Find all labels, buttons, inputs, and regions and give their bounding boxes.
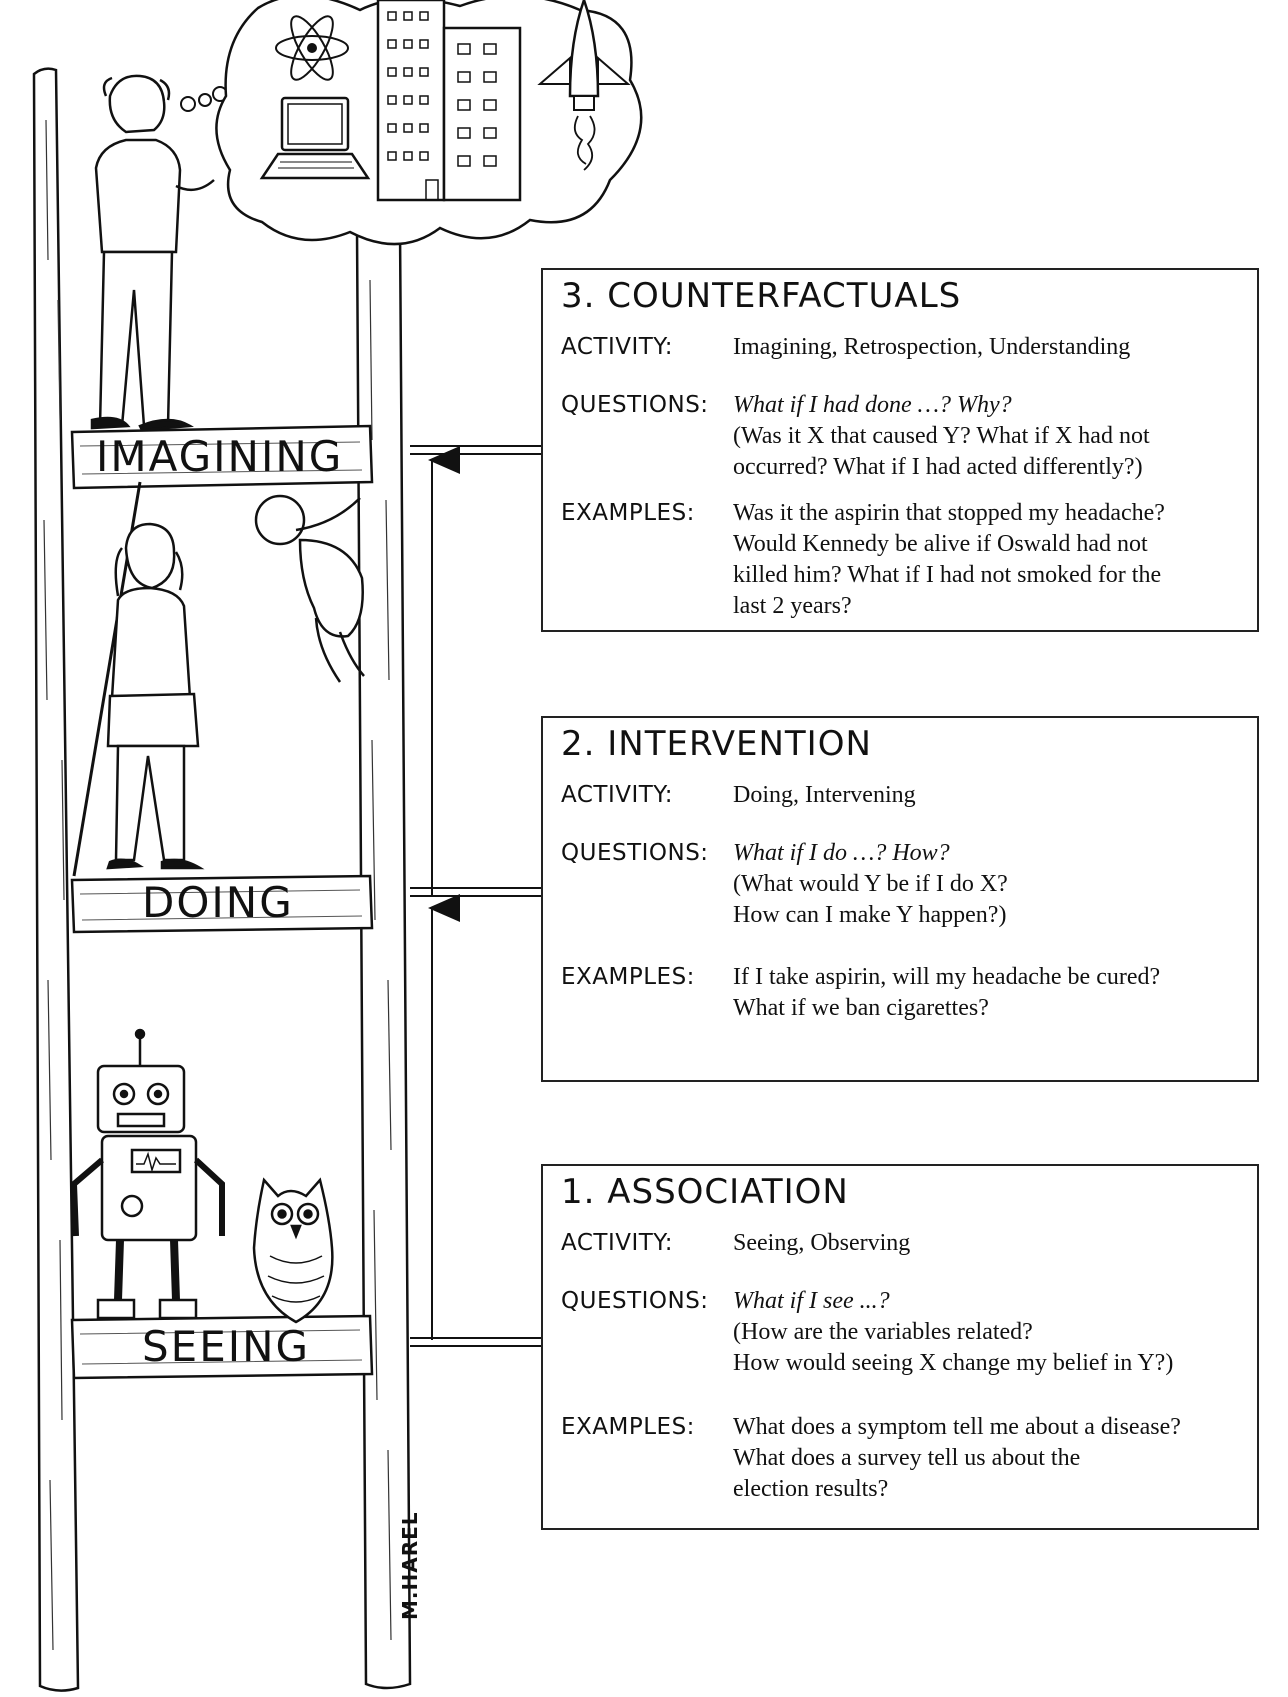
robot-figure — [74, 1030, 222, 1318]
panel-title: 1. ASSOCIATION — [561, 1172, 849, 1212]
question-main: What if I do …? How? — [733, 838, 1243, 869]
rung-label-doing: DOING — [142, 878, 294, 927]
examples-label: EXAMPLES: — [561, 500, 695, 526]
example-line: election results? — [733, 1474, 1243, 1505]
questions-text: What if I had done …? Why? (Was it X tha… — [733, 390, 1243, 483]
examples-text: Was it the aspirin that stopped my heada… — [733, 498, 1243, 622]
example-line: What does a survey tell us about the — [733, 1443, 1243, 1474]
panel-title: 3. COUNTERFACTUALS — [561, 276, 961, 316]
baby-figure — [256, 496, 364, 682]
example-line: last 2 years? — [733, 591, 1243, 622]
example-line: What if we ban cigarettes? — [733, 993, 1243, 1024]
example-line: What does a symptom tell me about a dise… — [733, 1412, 1243, 1443]
questions-label: QUESTIONS: — [561, 1288, 709, 1314]
example-line: Would Kennedy be alive if Oswald had not — [733, 529, 1243, 560]
buildings-icon — [378, 0, 520, 200]
question-line: (How are the variables related? — [733, 1317, 1243, 1348]
questions-text: What if I do …? How? (What would Y be if… — [733, 838, 1243, 931]
question-line: (Was it X that caused Y? What if X had n… — [733, 421, 1243, 452]
examples-text: What does a symptom tell me about a dise… — [733, 1412, 1243, 1505]
artist-signature: M.HAREL — [398, 1511, 422, 1620]
examples-label: EXAMPLES: — [561, 1414, 695, 1440]
panel-counterfactuals: 3. COUNTERFACTUALS ACTIVITY: Imagining, … — [541, 268, 1259, 632]
question-line: How can I make Y happen?) — [733, 900, 1243, 931]
rung-label-imagining: IMAGINING — [96, 432, 343, 481]
caveman-figure — [74, 482, 200, 876]
question-main: What if I see ...? — [733, 1286, 1243, 1317]
connector-doing — [410, 888, 541, 896]
panel-association: 1. ASSOCIATION ACTIVITY: Seeing, Observi… — [541, 1164, 1259, 1530]
questions-text: What if I see ...? (How are the variable… — [733, 1286, 1243, 1379]
question-line: occurred? What if I had acted differentl… — [733, 452, 1243, 483]
panel-title: 2. INTERVENTION — [561, 724, 872, 764]
activity-label: ACTIVITY: — [561, 334, 673, 360]
einstein-figure — [92, 76, 214, 430]
example-line: Was it the aspirin that stopped my heada… — [733, 498, 1243, 529]
questions-label: QUESTIONS: — [561, 392, 709, 418]
rung-label-seeing: SEEING — [142, 1322, 310, 1371]
example-line: If I take aspirin, will my headache be c… — [733, 962, 1243, 993]
questions-label: QUESTIONS: — [561, 840, 709, 866]
activity-label: ACTIVITY: — [561, 782, 673, 808]
activity-text: Doing, Intervening — [733, 780, 1243, 811]
examples-label: EXAMPLES: — [561, 964, 695, 990]
owl-figure — [254, 1180, 332, 1322]
examples-text: If I take aspirin, will my headache be c… — [733, 962, 1243, 1024]
question-line: How would seeing X change my belief in Y… — [733, 1348, 1243, 1379]
question-line: (What would Y be if I do X? — [733, 869, 1243, 900]
activity-text: Imagining, Retrospection, Understanding — [733, 332, 1243, 363]
connector-seeing — [410, 1338, 541, 1346]
question-main: What if I had done …? Why? — [733, 390, 1243, 421]
activity-text: Seeing, Observing — [733, 1228, 1243, 1259]
activity-label: ACTIVITY: — [561, 1230, 673, 1256]
panel-intervention: 2. INTERVENTION ACTIVITY: Doing, Interve… — [541, 716, 1259, 1082]
example-line: killed him? What if I had not smoked for… — [733, 560, 1243, 591]
connector-imagining — [410, 446, 541, 454]
